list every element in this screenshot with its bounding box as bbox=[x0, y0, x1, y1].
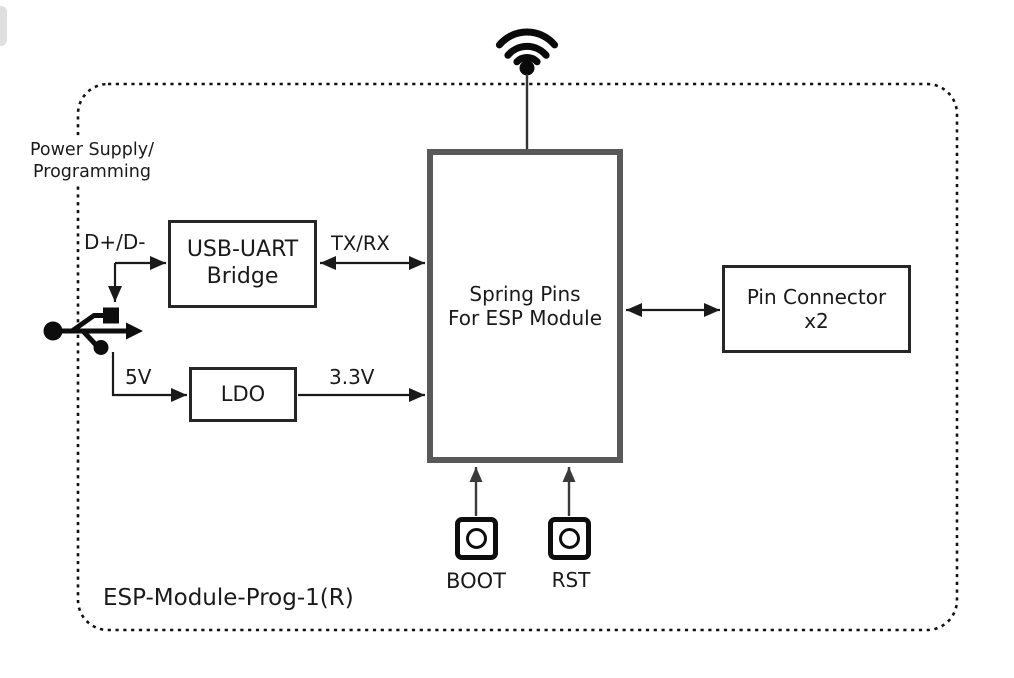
block-label-line: Pin Connector bbox=[746, 284, 887, 309]
wire-label-usb-data: D+/D- bbox=[84, 230, 146, 254]
rst-button-label: RST bbox=[551, 568, 591, 592]
block-ldo: LDO bbox=[189, 367, 297, 422]
screen-edge-artifact bbox=[0, 6, 7, 46]
wire-label-uart: TX/RX bbox=[331, 232, 390, 255]
block-spring-pins: Spring Pins For ESP Module bbox=[427, 149, 623, 463]
rst-pushbutton-icon bbox=[548, 517, 591, 560]
wire-label-5v: 5V bbox=[125, 365, 152, 389]
power-supply-label: Power Supply/ Programming bbox=[12, 139, 172, 184]
block-label-line: USB-UART bbox=[186, 237, 299, 263]
block-label-line: Spring Pins bbox=[469, 281, 581, 306]
board-outline-dashed bbox=[76, 82, 959, 632]
wifi-antenna-icon bbox=[495, 28, 559, 76]
block-label-line: x2 bbox=[804, 309, 829, 333]
block-label-line: LDO bbox=[220, 381, 266, 406]
block-pin-connector: Pin Connector x2 bbox=[722, 265, 911, 353]
power-supply-label-line1: Power Supply/ bbox=[29, 140, 154, 160]
usb-connector-icon bbox=[43, 307, 143, 355]
boot-button-label: BOOT bbox=[446, 569, 506, 593]
boot-pushbutton-cap bbox=[466, 528, 487, 549]
block-label-line: Bridge bbox=[206, 264, 279, 289]
block-label-line: For ESP Module bbox=[447, 306, 603, 330]
power-supply-label-line2: Programming bbox=[33, 162, 151, 183]
wire-5v bbox=[111, 352, 187, 402]
wire-label-3v3: 3.3V bbox=[329, 365, 375, 389]
block-usb-uart-bridge: USB-UART Bridge bbox=[168, 220, 317, 308]
boot-pushbutton-icon bbox=[455, 517, 498, 560]
board-name-label: ESP-Module-Prog-1(R) bbox=[103, 585, 354, 611]
rst-pushbutton-cap bbox=[559, 528, 580, 549]
